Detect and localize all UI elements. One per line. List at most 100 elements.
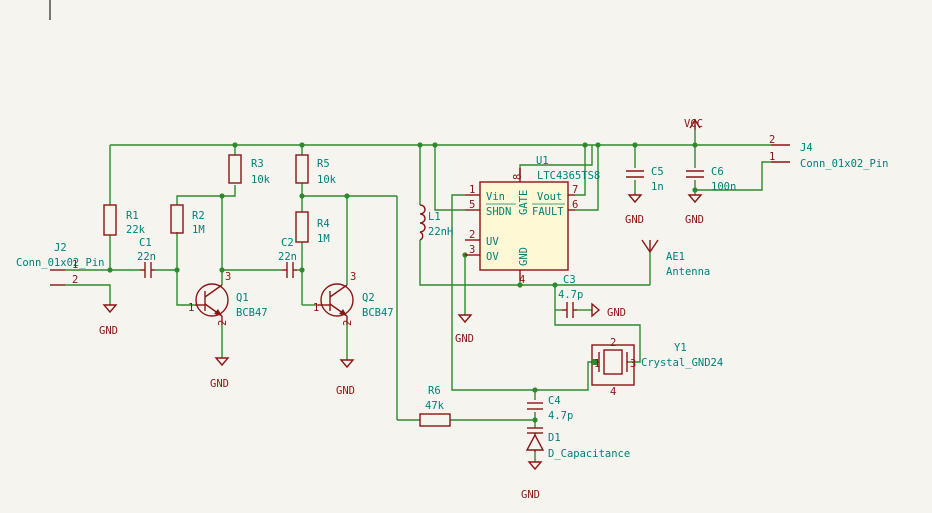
j2-pin-1: 1 (72, 259, 78, 271)
u1-pin-num-vout: 7 (572, 184, 578, 196)
r6-value: 47k (425, 400, 445, 412)
gnd-label-c3: GND (607, 307, 626, 319)
r2-value: 1M (192, 224, 205, 236)
c1-ref: C1 (139, 237, 152, 249)
j4-value: Conn_01x02_Pin (800, 158, 889, 170)
gnd-symbol-j2[interactable]: GND (99, 304, 118, 337)
gnd-label-c6: GND (685, 214, 704, 226)
c5-ref: C5 (651, 166, 664, 178)
q2-value: BCB47 (362, 307, 394, 319)
u1-pin-num-gnd: 4 (519, 274, 525, 286)
gnd-symbol-q2[interactable]: GND (336, 359, 355, 397)
wires (65, 130, 771, 462)
capacitor-c3[interactable]: C3 4.7p (558, 274, 583, 318)
y1-ref: Y1 (674, 342, 687, 354)
resistor-r4[interactable]: R4 1M (295, 211, 330, 245)
inductor-l1[interactable]: L1 22nH (419, 204, 453, 241)
c6-value: 100n (711, 181, 736, 193)
u1-pin-vout: Vout (537, 191, 562, 203)
u1-pin-num-fault: 6 (572, 199, 578, 211)
transistor-q2[interactable]: 1 2 3 Q2 BCB47 (313, 271, 394, 326)
connector-j2[interactable]: J2 Conn_01x02_Pin 1 2 (16, 242, 105, 286)
u1-pin-num-uv: 2 (469, 229, 475, 241)
r6-ref: R6 (428, 385, 441, 397)
gnd-symbol-c5[interactable]: GND (625, 194, 644, 226)
j4-ref: J4 (800, 142, 813, 154)
r1-ref: R1 (126, 210, 139, 222)
u1-pin-num-shdn: 5 (469, 199, 475, 211)
y1-value: Crystal_GND24 (641, 357, 723, 369)
q1-pin-2: 2 (217, 320, 229, 326)
capacitor-c5[interactable]: C5 1n (626, 166, 664, 193)
j4-pin-1: 1 (769, 151, 775, 163)
u1-ref: U1 (536, 155, 549, 167)
diode-d1[interactable]: D1 D_Capacitance (525, 427, 630, 460)
u1-value: LTC4365TS8 (537, 170, 600, 182)
resistor-r5[interactable]: R5 10k (295, 154, 337, 186)
c2-value: 22n (278, 251, 297, 263)
gnd-symbol-d1[interactable]: GND (521, 461, 543, 501)
q1-value: BCB47 (236, 307, 268, 319)
crystal-y1[interactable]: 1 2 3 4 Y1 Crystal_GND24 (591, 337, 723, 398)
u1-pin-ov: OV (486, 251, 499, 263)
y1-pin-4: 4 (610, 386, 616, 398)
junction-dots (107, 142, 698, 423)
q2-pin-2: 2 (342, 320, 354, 326)
u1-pin-gate: GATE (518, 190, 530, 215)
y1-pin-2: 2 (610, 337, 616, 349)
c3-value: 4.7p (558, 289, 583, 301)
gnd-symbol-u1[interactable]: GND (455, 314, 474, 345)
c4-ref: C4 (548, 395, 561, 407)
capacitor-c6[interactable]: C6 100n (686, 166, 736, 193)
r4-ref: R4 (317, 218, 330, 230)
j2-ref: J2 (54, 242, 67, 254)
resistor-r2[interactable]: R2 1M (170, 204, 205, 236)
ae1-ref: AE1 (666, 251, 685, 263)
j4-pin-2: 2 (769, 134, 775, 146)
r2-ref: R2 (192, 210, 205, 222)
y1-pin-3: 3 (630, 358, 636, 370)
c6-ref: C6 (711, 166, 724, 178)
gnd-label-d1: GND (521, 489, 540, 501)
vcc-label: VCC (684, 118, 703, 130)
antenna-ae1[interactable]: AE1 Antenna (641, 239, 710, 278)
ae1-value: Antenna (666, 266, 710, 278)
q2-ref: Q2 (362, 292, 375, 304)
connector-j4[interactable]: 2 1 J4 Conn_01x02_Pin (769, 134, 889, 170)
r5-value: 10k (317, 174, 337, 186)
c4-value: 4.7p (548, 410, 573, 422)
q2-pin-1: 1 (313, 302, 319, 314)
capacitor-c4[interactable]: C4 4.7p (527, 395, 573, 422)
vcc-symbol[interactable]: VCC (684, 118, 703, 130)
u1-pin-gnd: GND (518, 247, 530, 266)
gnd-label-c5: GND (625, 214, 644, 226)
q1-ref: Q1 (236, 292, 249, 304)
r1-value: 22k (126, 224, 146, 236)
r5-ref: R5 (317, 158, 330, 170)
j2-pin-2: 2 (72, 274, 78, 286)
d1-value: D_Capacitance (548, 448, 630, 460)
resistor-r1[interactable]: R1 22k (103, 204, 146, 236)
resistor-r3[interactable]: R3 10k (228, 154, 271, 186)
ic-u1[interactable]: U1 LTC4365TS8 1 5 2 3 4 8 7 6 Vin SHDN U… (465, 155, 600, 286)
capacitor-c1[interactable]: C1 22n (137, 237, 156, 278)
q1-pin-3: 3 (225, 271, 231, 283)
resistor-r6[interactable]: R6 47k (419, 385, 451, 427)
l1-value: 22nH (428, 226, 453, 238)
c2-ref: C2 (281, 237, 294, 249)
r3-ref: R3 (251, 158, 264, 170)
q2-pin-3: 3 (350, 271, 356, 283)
capacitor-c2[interactable]: C2 22n (278, 237, 297, 278)
transistor-q1[interactable]: 1 2 3 Q1 BCB47 (188, 271, 268, 326)
r3-value: 10k (251, 174, 271, 186)
u1-pin-vin: Vin (486, 191, 505, 203)
d1-ref: D1 (548, 432, 561, 444)
gnd-symbol-q1[interactable]: GND (210, 357, 230, 390)
c1-value: 22n (137, 251, 156, 263)
u1-pin-num-ov: 3 (469, 244, 475, 256)
gnd-symbol-c3[interactable]: GND (591, 302, 626, 319)
gnd-symbol-c6[interactable]: GND (685, 194, 704, 226)
c3-ref: C3 (563, 274, 576, 286)
gnd-label-u1: GND (455, 333, 474, 345)
